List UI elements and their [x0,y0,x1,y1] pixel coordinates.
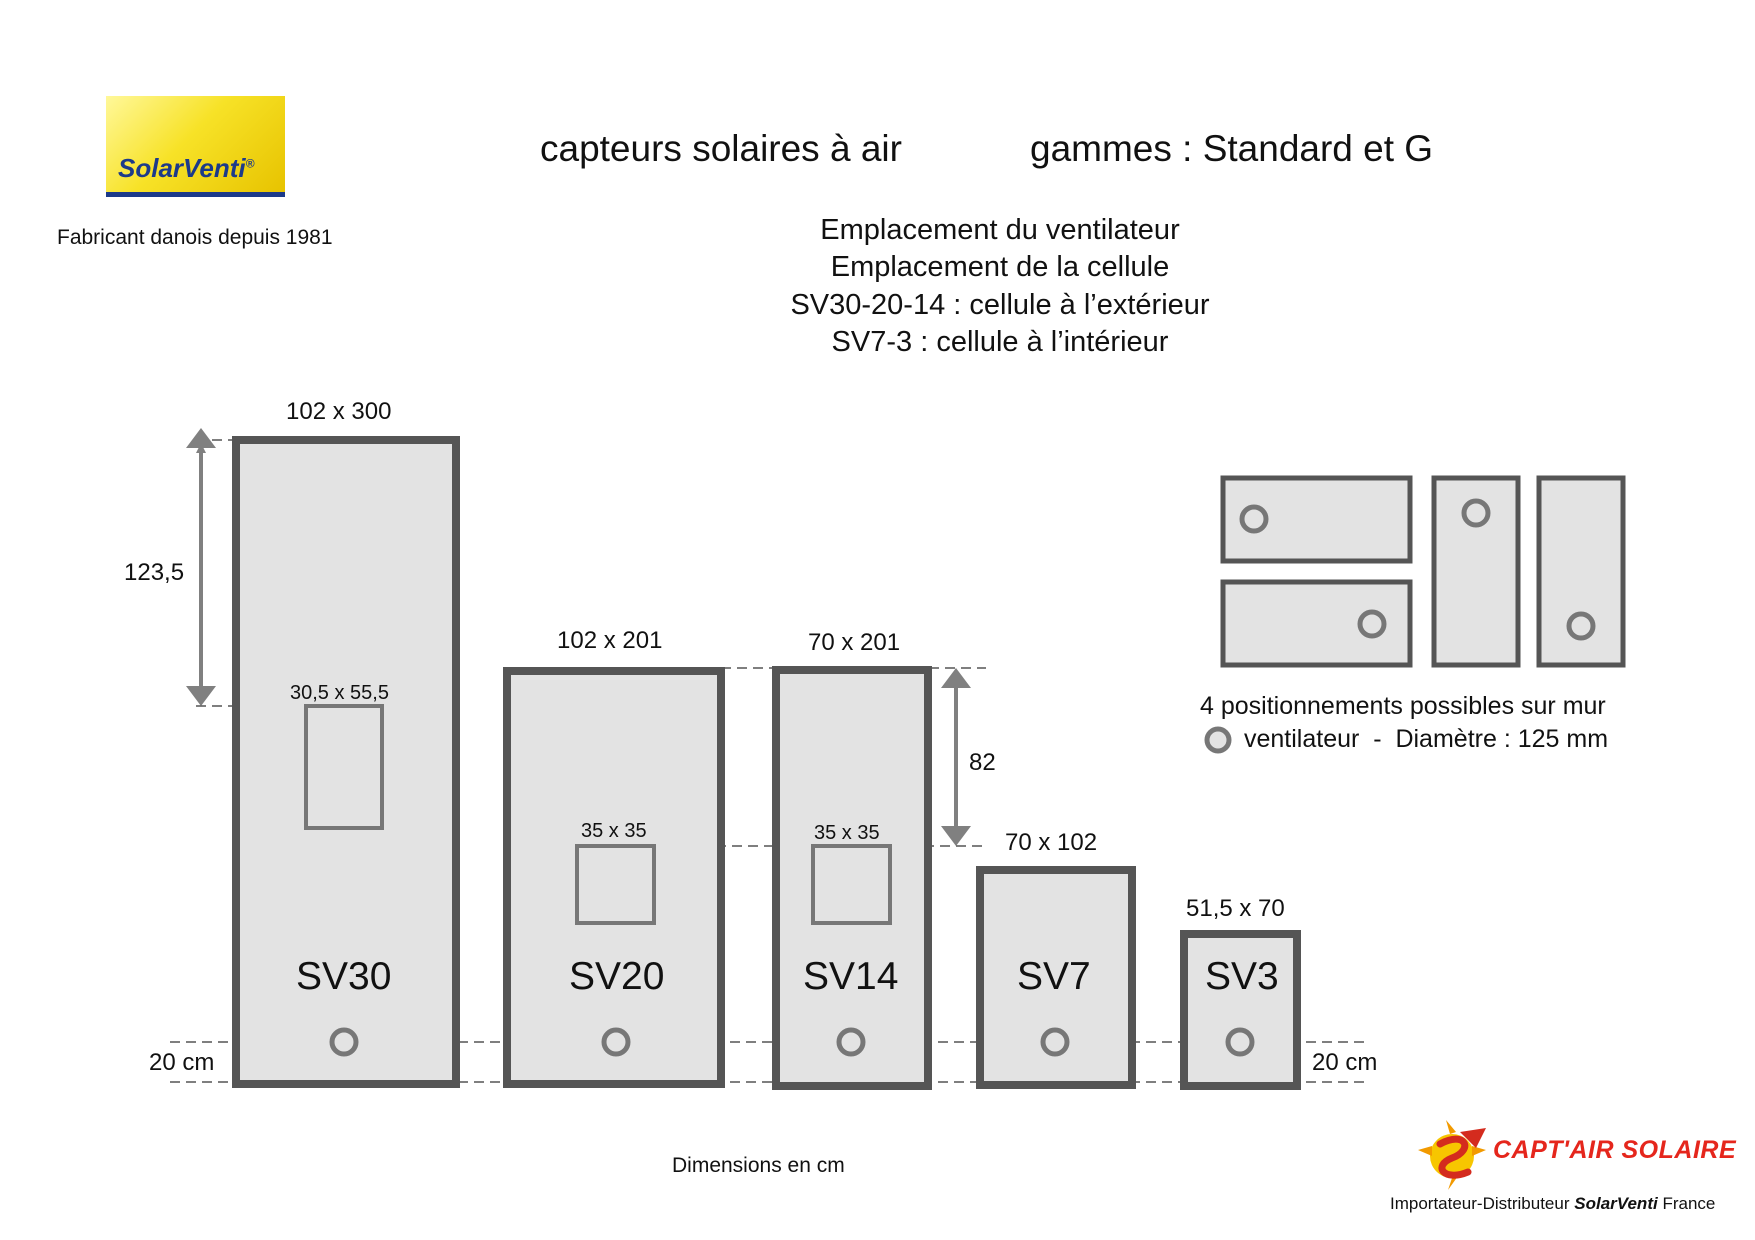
fan-icon-pos-4 [1566,611,1596,641]
sv30-name: SV30 [296,955,392,998]
fan-icon-pos-3 [1461,498,1491,528]
panel-sv30 [232,436,460,1088]
fan-icon-sv14 [836,1027,866,1057]
subtitle-line-2: Emplacement de la cellule [830,251,1170,283]
sv20-size-label: 102 x 201 [557,627,663,654]
bottom-offset-left: 20 cm [149,1049,215,1076]
sv30-size-label: 102 x 300 [286,398,392,425]
brand-name: SolarVenti [118,153,246,183]
panel-sv3 [1180,930,1301,1090]
fan-legend: ventilateur - Diamètre : 125 mm [1244,725,1609,753]
fan-icon-sv20 [601,1027,631,1057]
subtitle-line-1: Emplacement du ventilateur [820,214,1180,246]
position-portrait-left [1431,475,1521,668]
subtitle-line-4: SV7-3 : cellule à l’intérieur [831,326,1169,358]
subtitle-line-3: SV30-20-14 : cellule à l’extérieur [790,289,1210,321]
importer-prefix: Importateur-Distributeur [1390,1194,1570,1213]
sv14-name: SV14 [803,955,899,998]
mounting-fans [1204,498,1596,754]
dimensions-note: Dimensions en cm [672,1154,845,1177]
arrowhead-bottom-2 [941,826,971,846]
sv30-offset-label: 123,5 [124,559,185,586]
sv30-cell-label: 30,5 x 55,5 [290,682,389,704]
cell-sv14 [811,844,892,925]
sv20-cell-label: 35 x 35 [581,820,647,842]
sv14-size-label: 70 x 201 [808,629,901,656]
arrowhead-top-2 [941,668,971,688]
cell-sv30 [304,704,384,830]
fan-icon-sv3 [1225,1027,1255,1057]
sv14-cell-label: 35 x 35 [814,822,880,844]
importer-line: Importateur-Distributeur SolarVenti Fran… [1390,1194,1715,1214]
sv7-name: SV7 [1017,955,1091,998]
tagline: Fabricant danois depuis 1981 [57,226,333,249]
captair-logo-text: CAPT'AIR SOLAIRE [1493,1136,1737,1164]
cells [304,704,892,925]
fans [329,1027,1255,1057]
fan-icon-sv30 [329,1027,359,1057]
solarventi-logo [106,96,285,197]
brand-mark: ® [245,156,255,171]
fan-icon-pos-1 [1239,504,1269,534]
bottom-offset-right: 20 cm [1312,1049,1378,1076]
importer-country: France [1662,1194,1716,1213]
panel-sv20 [503,667,725,1088]
solarventi-logo-text: SolarVenti® [118,153,254,184]
mounting-positions [1220,475,1626,668]
fan-icon-pos-2 [1357,609,1387,639]
cell-sv20 [575,844,656,925]
arrowhead-bottom [186,686,216,706]
fan-icon-sv7 [1040,1027,1070,1057]
sv3-size-label: 51,5 x 70 [1186,895,1285,922]
panel-sv14 [772,666,932,1090]
arrowhead-top [186,428,216,448]
fan-icon-legend [1204,726,1232,754]
page-title-right: gammes : Standard et G [1030,128,1434,169]
captair-sun-icon [1418,1120,1486,1190]
panels [232,436,1301,1090]
sv20-name: SV20 [569,955,665,998]
positions-legend: 4 positionnements possibles sur mur [1200,692,1606,720]
importer-brand: SolarVenti [1574,1194,1658,1213]
sv7-size-label: 70 x 102 [1005,829,1098,856]
sv3-name: SV3 [1205,955,1279,998]
sv14-offset-label: 82 [969,749,996,776]
page-title: capteurs solaires à air [540,128,902,169]
